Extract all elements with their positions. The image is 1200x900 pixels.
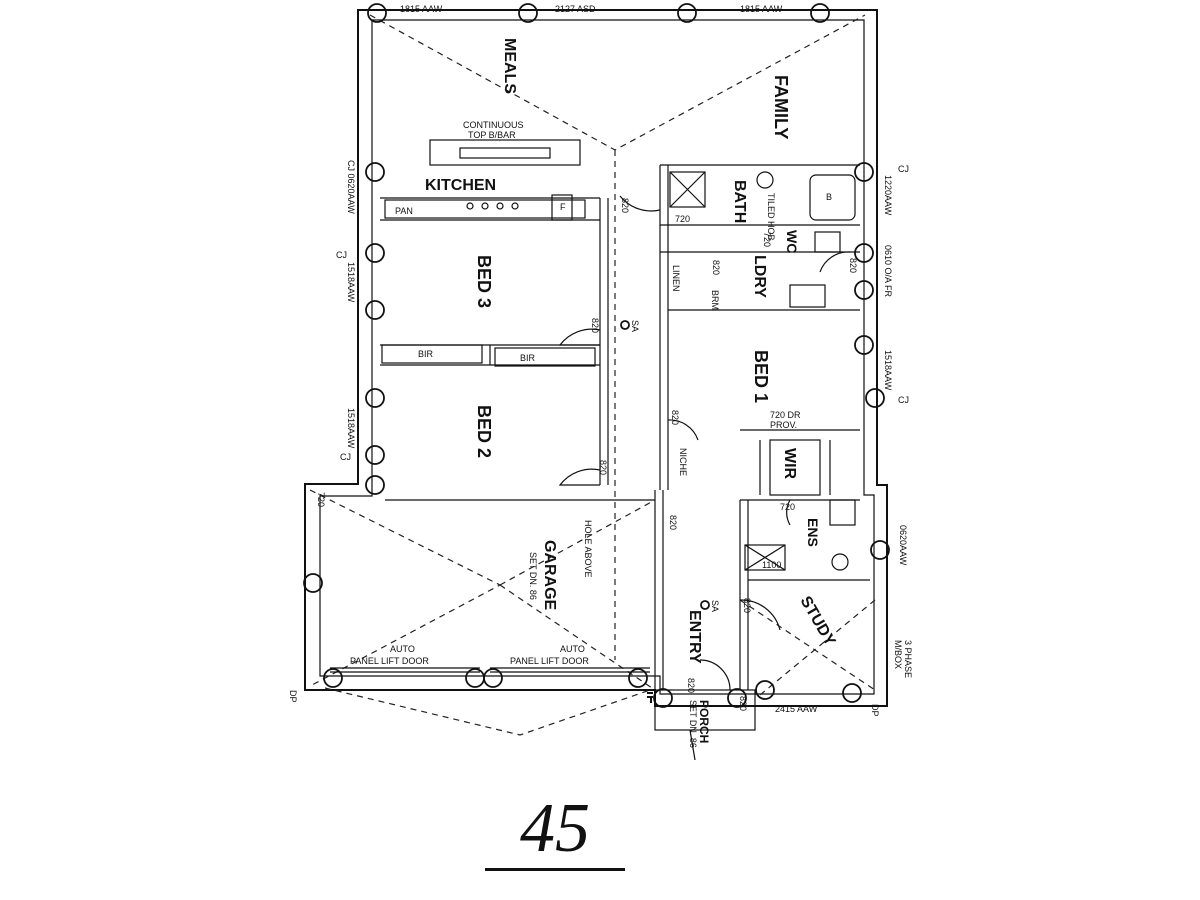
bathroom-fixtures <box>669 171 856 571</box>
door-tag: 820 <box>590 318 600 333</box>
door-swings <box>558 195 851 691</box>
room-entry: ENTRY <box>686 610 703 664</box>
bir-left-label: BIR <box>418 349 434 359</box>
control-joint-label: CJ <box>340 452 351 462</box>
control-joint-label: CJ <box>336 250 347 260</box>
bed1-note-2: PROV. <box>770 420 797 430</box>
control-joints <box>303 3 890 708</box>
room-kitchen: KITCHEN <box>425 177 496 194</box>
room-laundry: LDRY <box>751 255 768 298</box>
auto-door-left-2: PANEL LIFT DOOR <box>350 656 429 666</box>
bed1-note-1: 720 DR <box>770 410 801 420</box>
lot-number: 45 <box>485 790 625 871</box>
door-tag: 820 <box>742 598 752 613</box>
pantry-label: PAN <box>395 206 413 216</box>
kitchen-fixtures <box>384 139 586 221</box>
room-porch: PORCH <box>697 700 711 743</box>
benchtop-label-2: TOP B/BAR <box>468 130 516 140</box>
window-right-3: 1518AAW <box>883 350 893 391</box>
bath-fixture-label: B <box>826 192 832 202</box>
room-family: FAMILY <box>771 75 791 139</box>
porch <box>654 689 756 761</box>
door-tag: 820 <box>711 260 721 275</box>
room-wir: WIR <box>781 448 798 480</box>
room-bath: BATH <box>731 180 748 223</box>
room-bed2: BED 2 <box>474 405 494 458</box>
fridge-label: F <box>560 202 566 212</box>
ens-shower-label: 1100 <box>762 560 781 570</box>
door-tag: 820 <box>668 515 678 530</box>
door-tag: 820 <box>598 460 608 475</box>
window-left-3: 1518AAW <box>346 408 356 449</box>
window-left-1: CJ 0620AAW <box>346 160 356 214</box>
benchtop-label-1: CONTINUOUS <box>463 120 524 130</box>
meter-box-1: 3 PHASE <box>903 640 913 678</box>
meter-box-2: M/BOX <box>893 640 903 669</box>
roof-lines <box>309 14 876 736</box>
garage-level-label: SET DN. 86 <box>528 552 538 600</box>
bir-right-label: BIR <box>520 353 536 363</box>
window-top-mid: 2127 ASD <box>555 4 596 14</box>
downpipe-label: DP <box>870 704 880 717</box>
door-tag: 820 <box>670 410 680 425</box>
window-right-2: 0610 O/A FR <box>883 245 893 298</box>
control-joint-label: CJ <box>898 164 909 174</box>
robes <box>381 344 831 496</box>
window-top-right: 1815 AAW <box>740 4 783 14</box>
smoke-alarm-label: SA <box>710 600 720 612</box>
door-tag: 720 <box>762 232 772 247</box>
auto-door-right-2: PANEL LIFT DOOR <box>510 656 589 666</box>
garage-doors <box>330 667 650 673</box>
room-meals: MEALS <box>501 38 518 94</box>
symbol-labels: CJ CJ CJ CJ DP DP SA SA SET DN. 86 <box>288 164 909 748</box>
linen-label: LINEN <box>671 265 681 292</box>
room-bed1: BED 1 <box>751 350 771 403</box>
door-tag: 820 <box>686 678 696 693</box>
window-top-left: 1815 AAW <box>400 4 443 14</box>
room-garage: GARAGE <box>541 540 558 611</box>
door-tag: 720 <box>780 502 795 512</box>
door-tag: 820 <box>848 258 858 273</box>
auto-door-left-1: AUTO <box>390 644 415 654</box>
door-tag: 720 <box>316 492 326 507</box>
tiled-hob-label: TILED HOB <box>766 193 776 241</box>
window-left-2: 1518AAW <box>346 262 356 303</box>
window-bottom-right: 2415 AAW <box>775 704 818 714</box>
hole-above-label: HOLE ABOVE <box>583 520 593 578</box>
niche-label: NICHE <box>678 448 688 476</box>
window-right-1: 1220AAW <box>883 175 893 216</box>
room-ensuite: ENS <box>805 518 821 547</box>
door-tags: 820 820 820 720 720 820 820 820 820 820 … <box>316 198 858 711</box>
porch-step-label: SET DN. 86 <box>688 700 698 748</box>
door-tag: 820 <box>738 696 748 711</box>
room-wc: WC <box>784 230 800 253</box>
door-tag: 820 <box>620 198 630 213</box>
window-labels: 1815 AAW 2127 ASD 1815 AAW 2415 AAW CJ 0… <box>346 4 908 714</box>
room-bed3: BED 3 <box>474 255 494 308</box>
window-right-4: 0620AAW <box>898 525 908 566</box>
brm-label: BRM <box>710 290 720 310</box>
downpipe-label: DP <box>288 690 298 703</box>
auto-door-right-1: AUTO <box>560 644 585 654</box>
fixture-labels: CONTINUOUS TOP B/BAR PAN F BIR BIR LINEN… <box>350 120 913 678</box>
smoke-alarm-label: SA <box>630 320 640 332</box>
door-tag: 720 <box>675 214 690 224</box>
control-joint-label: CJ <box>898 395 909 405</box>
